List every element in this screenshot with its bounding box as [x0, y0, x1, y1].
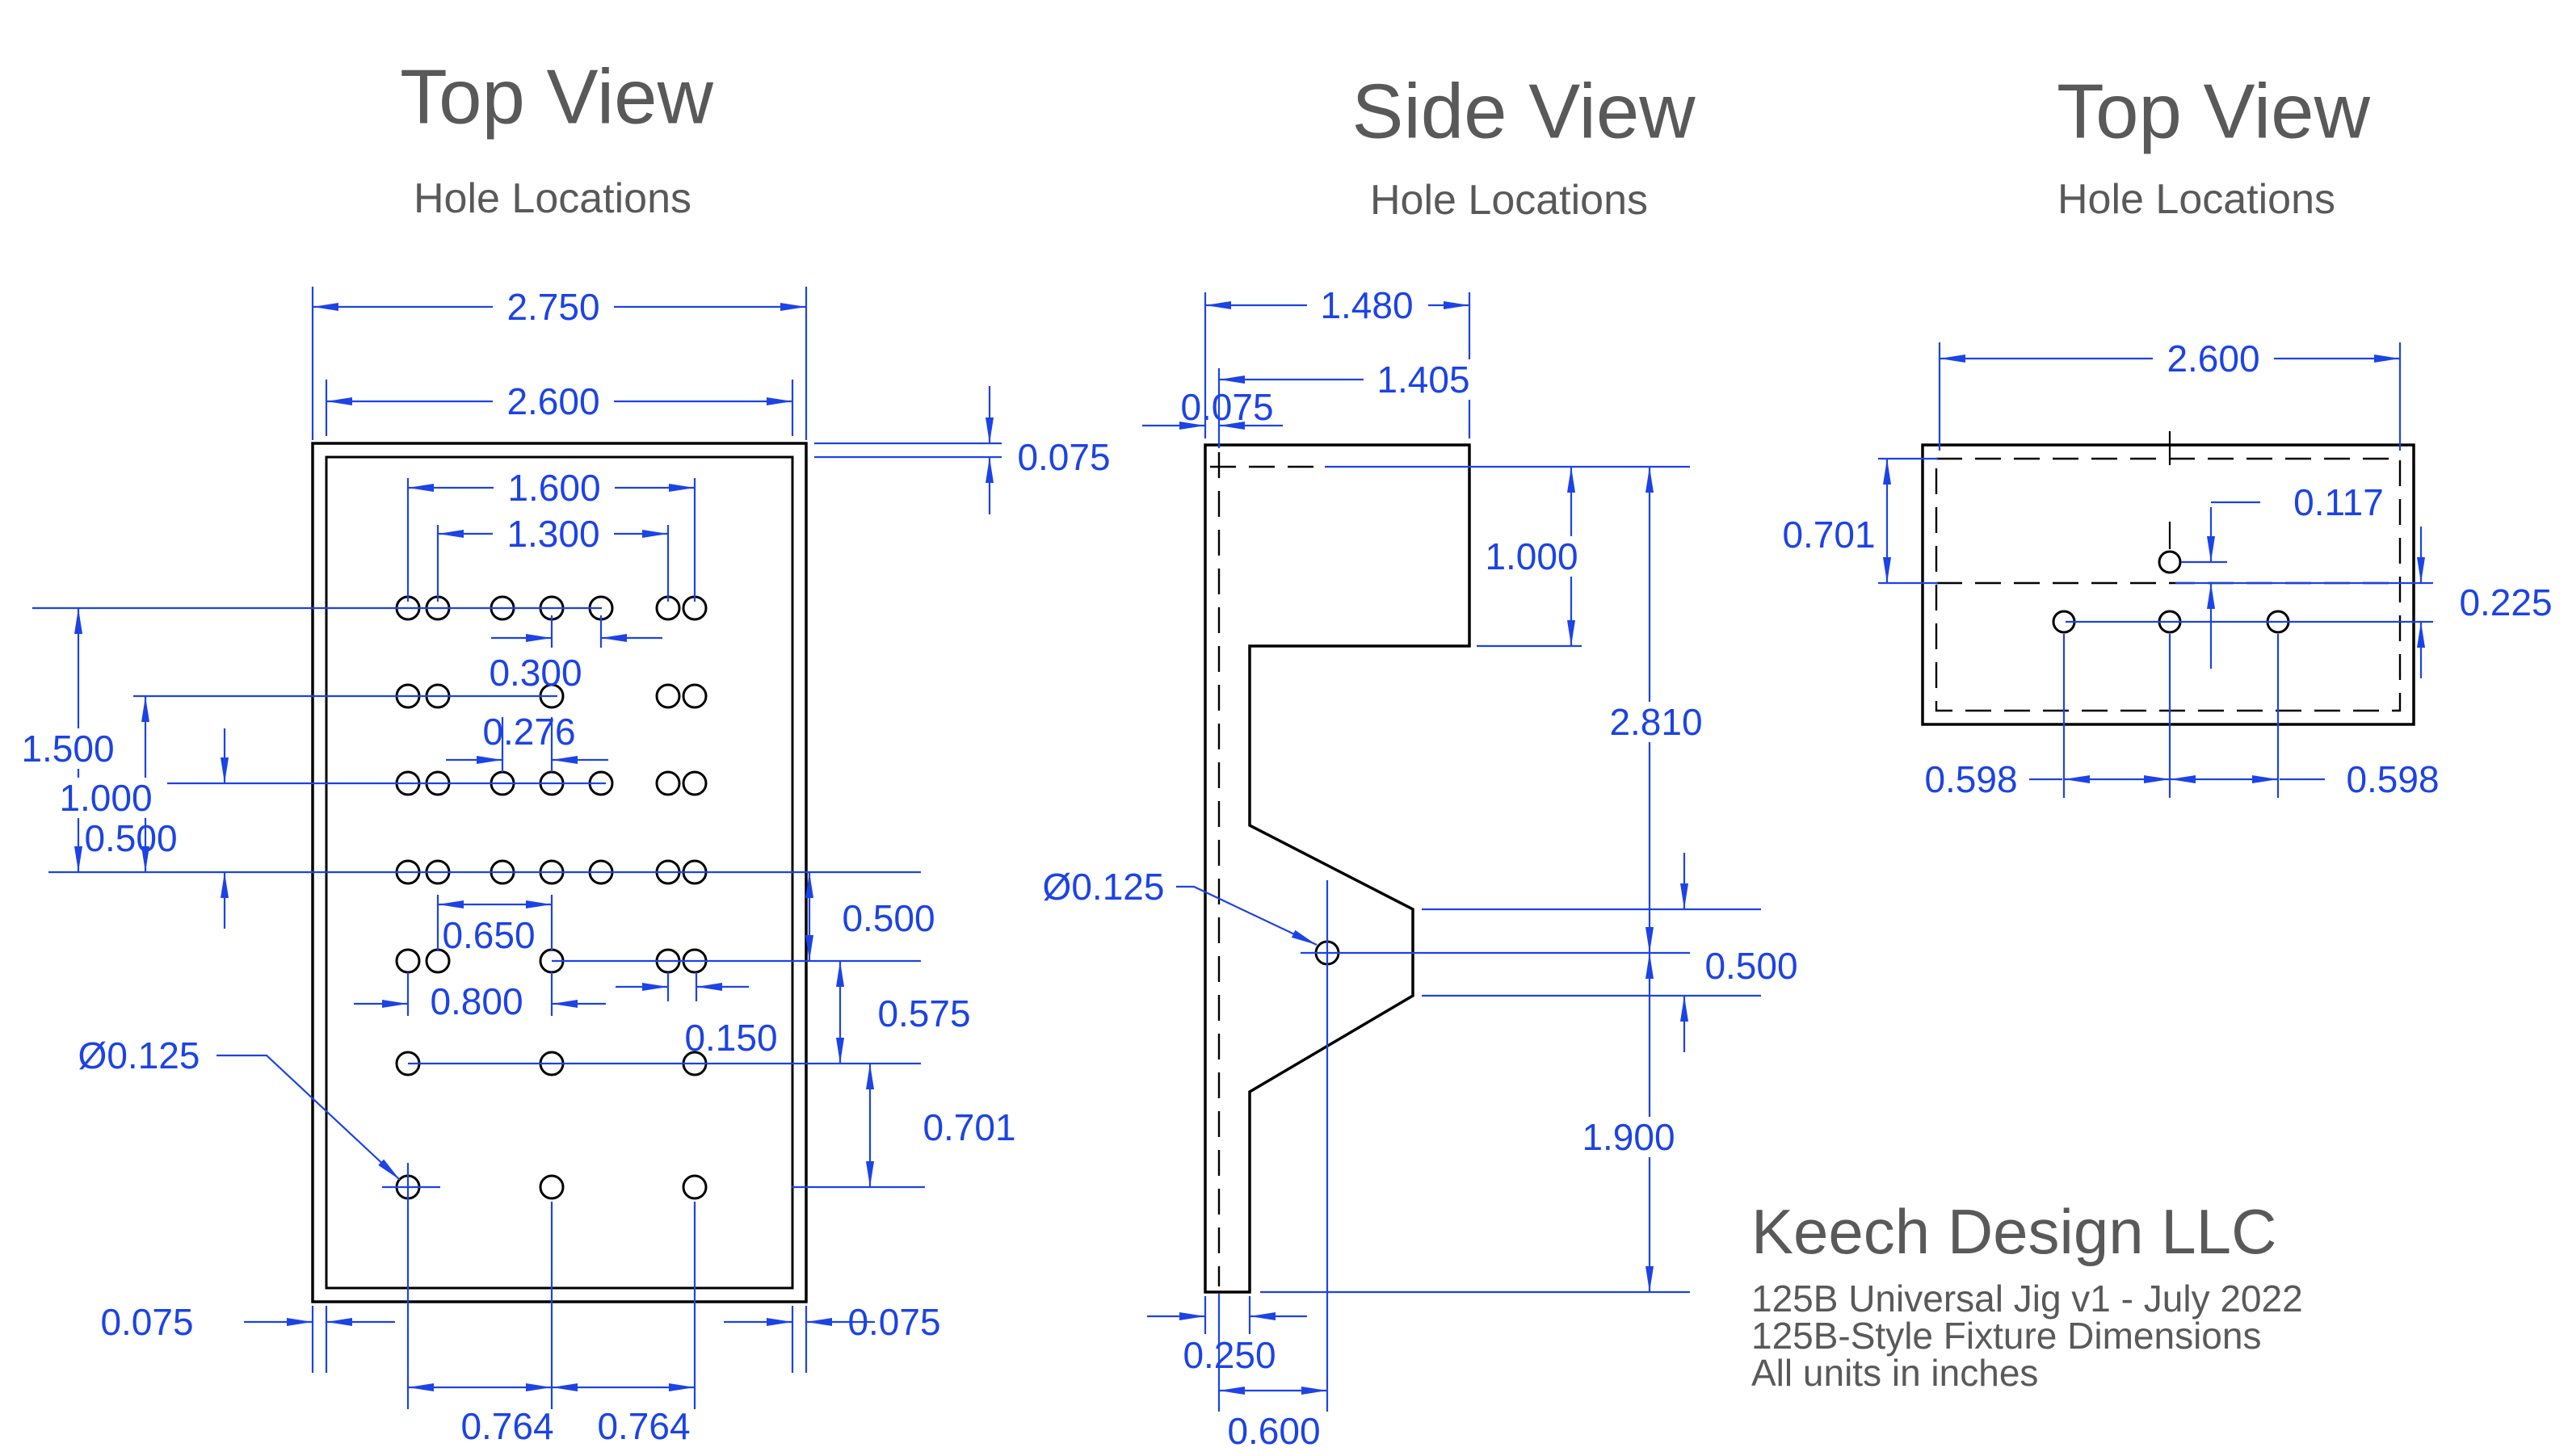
dim-label: 2.810 — [1609, 701, 1702, 743]
leader-line — [216, 1054, 401, 1181]
dim-label: 0.225 — [2459, 581, 2552, 623]
dim-label: 0.600 — [1227, 1410, 1320, 1452]
dim-label: 0.800 — [430, 980, 523, 1022]
dim-label: 2.750 — [506, 286, 599, 328]
dimension-labels: 2.750 2.600 0.075 1.600 1.300 0.300 0.27… — [10, 286, 1111, 1447]
view-subtitle: Hole Locations — [1370, 177, 1648, 224]
dim-label: 0.250 — [1183, 1334, 1276, 1376]
hole — [655, 683, 681, 709]
view-title: Top View — [400, 54, 713, 141]
hidden-hole-centerline-box — [1935, 457, 2402, 712]
view-top-right: Top View Hole Locations — [1782, 69, 2552, 801]
hole-diameter-label: Ø0.125 — [1043, 866, 1165, 908]
dim-label: 0.075 — [847, 1301, 940, 1343]
label-mask — [1472, 536, 1593, 577]
hole — [682, 1174, 708, 1200]
dim-label: 0.500 — [84, 817, 177, 859]
dim-label: 0.701 — [923, 1106, 1015, 1148]
view-top-left: Top View Hole Locations — [10, 54, 1111, 1447]
leader-line — [1176, 885, 1318, 946]
label-mask — [493, 381, 614, 422]
dim-label: 0.075 — [1017, 436, 1110, 478]
hole — [682, 683, 708, 709]
dim-label: 0.598 — [2346, 758, 2439, 800]
dimension-labels: 1.480 1.405 0.075 1.000 2.810 Ø0.125 0.5… — [1043, 284, 1798, 1452]
drawing-title-line: 125B-Style Fixture Dimensions — [1751, 1315, 2261, 1357]
view-title: Side View — [1351, 69, 1696, 155]
title-block: Keech Design LLC 125B Universal Jig v1 -… — [1751, 1196, 2303, 1394]
hole — [682, 770, 708, 796]
company-name: Keech Design LLC — [1751, 1196, 2276, 1267]
label-mask — [1590, 702, 1723, 742]
dim-label: 0.701 — [1782, 514, 1875, 556]
label-mask — [2153, 338, 2274, 379]
dim-label: 1.000 — [1485, 535, 1578, 577]
view-side: Side View Hole Locations — [1043, 69, 1798, 1453]
dimension-graphics — [1878, 342, 2433, 798]
label-mask — [10, 728, 129, 769]
view-subtitle: Hole Locations — [2057, 176, 2335, 223]
dim-label: 1.480 — [1320, 284, 1413, 326]
dim-label: 1.000 — [59, 777, 152, 819]
part-outline-top-right — [1921, 431, 2415, 726]
dim-label: 0.500 — [842, 897, 935, 939]
dim-label: 0.764 — [597, 1405, 690, 1447]
label-mask — [44, 778, 167, 818]
label-mask — [493, 287, 614, 327]
dim-label: 0.150 — [684, 1017, 777, 1059]
label-mask — [1364, 359, 1485, 400]
label-mask — [1307, 285, 1428, 325]
dim-label: 0.598 — [1924, 758, 2017, 800]
hole-diameter-label: Ø0.125 — [78, 1034, 200, 1076]
dim-label: 0.117 — [2293, 481, 2384, 523]
dim-label: 0.650 — [442, 914, 535, 956]
label-mask — [494, 468, 615, 508]
side-profile — [1204, 443, 1471, 1294]
view-title: Top View — [2057, 69, 2370, 155]
hole — [655, 770, 681, 796]
hole — [395, 948, 421, 974]
hole — [2158, 550, 2182, 574]
dim-label: 1.600 — [507, 467, 600, 509]
hole — [539, 1174, 565, 1200]
dimension-graphics — [32, 287, 1002, 1409]
outer-profile — [1921, 443, 2415, 726]
dim-label: 0.300 — [489, 652, 582, 694]
dim-label: 1.500 — [21, 728, 114, 770]
dimension-graphics — [1142, 292, 1761, 1412]
dim-label: 0.075 — [1180, 386, 1273, 428]
label-mask — [493, 514, 614, 554]
dim-label: 0.764 — [460, 1405, 553, 1447]
dim-label: 2.600 — [506, 380, 599, 422]
dim-label: 2.600 — [2167, 338, 2259, 380]
dim-label: 0.075 — [100, 1301, 193, 1343]
units-note: All units in inches — [1751, 1352, 2038, 1394]
label-mask — [1569, 1117, 1690, 1157]
dim-label: 1.300 — [506, 513, 599, 555]
dim-label: 0.575 — [877, 992, 970, 1034]
view-subtitle: Hole Locations — [414, 175, 691, 222]
dim-label: 0.500 — [1704, 945, 1797, 987]
drawing-title-line: 125B Universal Jig v1 - July 2022 — [1751, 1278, 2303, 1320]
dim-label: 1.900 — [1582, 1116, 1675, 1158]
dimension-labels: 2.600 0.701 0.117 0.225 0.598 0.598 — [1782, 338, 2552, 800]
dim-label: 0.276 — [482, 711, 575, 753]
part-outline-side-view — [1204, 443, 1471, 1294]
dim-label: 1.405 — [1376, 359, 1469, 401]
